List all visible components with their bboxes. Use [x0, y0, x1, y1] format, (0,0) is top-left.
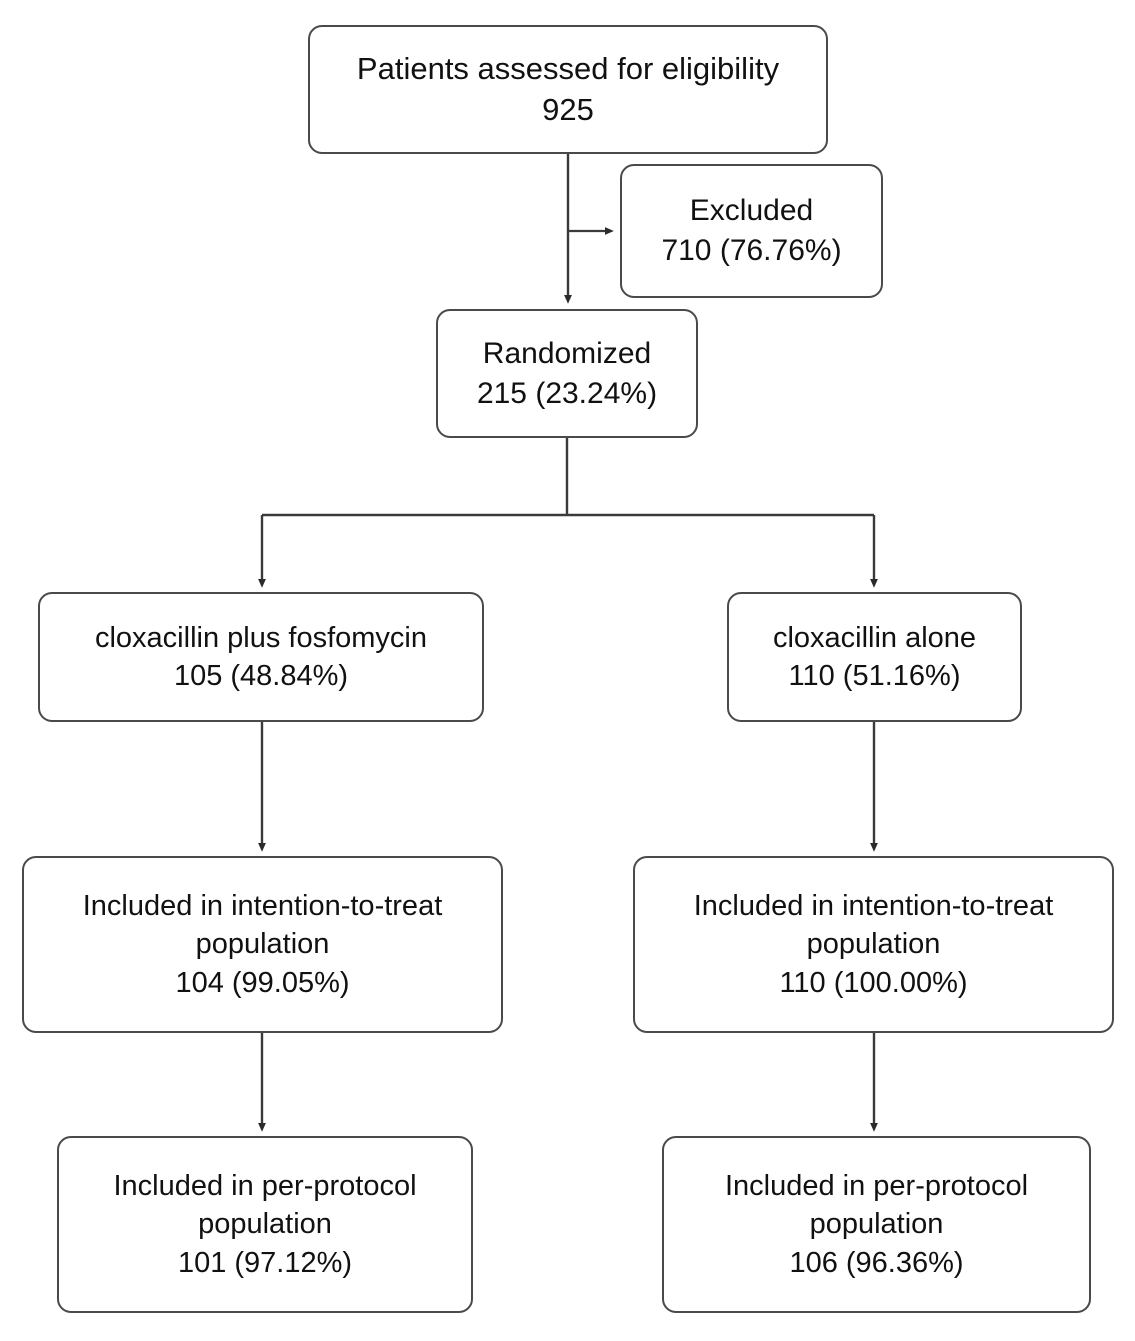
- node-excluded: Excluded 710 (76.76%): [620, 164, 883, 298]
- node-label: cloxacillin alone: [772, 621, 977, 654]
- node-label-line-1: Included in per-protocol: [724, 1170, 1029, 1203]
- node-value: 110 (51.16%): [788, 660, 961, 692]
- node-label-line-2: population: [198, 1208, 332, 1241]
- node-cloxacillin-plus-fosfomycin: cloxacillin plus fosfomycin 105 (48.84%): [38, 592, 484, 722]
- node-value: 104 (99.05%): [175, 966, 350, 999]
- node-per-protocol-population-right: Included in per-protocol population 106 …: [662, 1136, 1091, 1313]
- node-per-protocol-population-left: Included in per-protocol population 101 …: [57, 1136, 473, 1313]
- node-label-line-1: Included in per-protocol: [113, 1170, 417, 1203]
- node-itt-population-right: Included in intention-to-treat populatio…: [633, 856, 1114, 1033]
- node-label-line-2: population: [195, 928, 330, 961]
- node-value: 106 (96.36%): [789, 1246, 964, 1279]
- node-label: Excluded: [689, 194, 814, 228]
- node-label-line-1: Included in intention-to-treat: [693, 890, 1054, 923]
- node-label-line-2: population: [809, 1208, 944, 1241]
- node-label-line-2: population: [806, 928, 941, 961]
- node-value: 710 (76.76%): [661, 234, 842, 267]
- node-patients-assessed-for-eligibility: Patients assessed for eligibility 925: [308, 25, 828, 154]
- connector-randomized-split: [258, 438, 878, 588]
- node-label-line-1: Included in intention-to-treat: [82, 890, 443, 923]
- node-value: 105 (48.84%): [173, 660, 349, 692]
- node-label: Randomized: [482, 336, 652, 370]
- node-label: cloxacillin plus fosfomycin: [94, 621, 427, 654]
- node-label: Patients assessed for eligibility: [356, 50, 780, 86]
- node-value: 925: [542, 91, 594, 127]
- node-value: 110 (100.00%): [779, 966, 968, 999]
- node-itt-population-left: Included in intention-to-treat populatio…: [22, 856, 503, 1033]
- node-value: 101 (97.12%): [177, 1246, 353, 1279]
- node-cloxacillin-alone: cloxacillin alone 110 (51.16%): [727, 592, 1022, 722]
- node-randomized: Randomized 215 (23.24%): [436, 309, 698, 438]
- node-value: 215 (23.24%): [476, 376, 658, 410]
